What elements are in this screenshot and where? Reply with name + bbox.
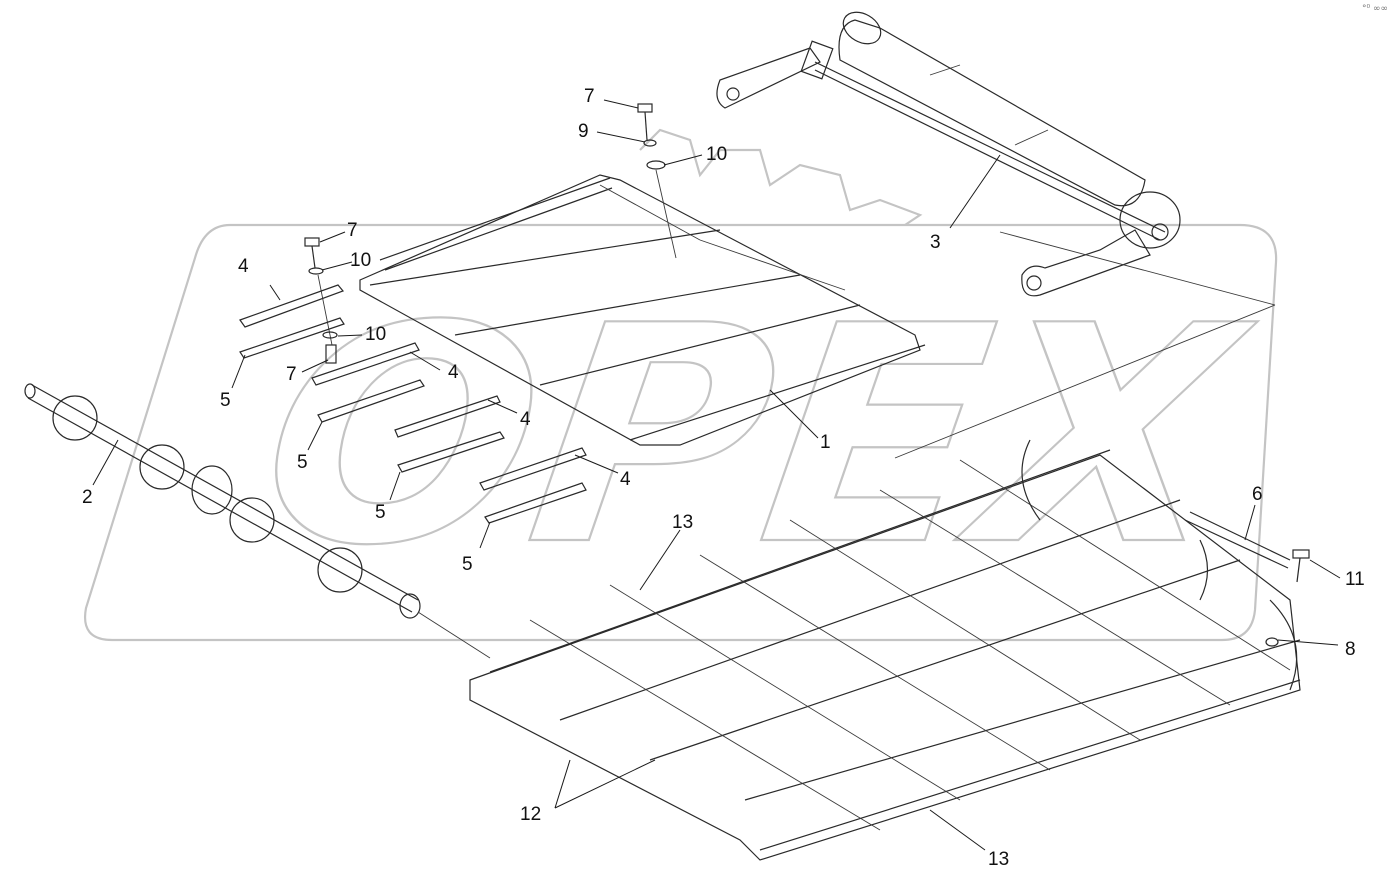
watermark: OPEX [83, 128, 1278, 642]
callout-7: 7 [286, 364, 297, 385]
slats [239, 284, 587, 524]
callout-5: 5 [375, 502, 386, 523]
roller-assembly [716, 11, 1276, 459]
callout-labels: 1 2 3 4 4 4 4 5 5 5 5 6 7 7 7 8 9 10 10 … [82, 86, 1365, 870]
callout-4: 4 [448, 362, 459, 383]
callout-3: 3 [930, 232, 941, 253]
corner-mark: °⁰ ∞∞ [1362, 4, 1388, 14]
callout-4: 4 [520, 409, 531, 430]
chain-conveyor [469, 439, 1310, 861]
callout-2: 2 [82, 487, 93, 508]
callout-5: 5 [462, 554, 473, 575]
callout-10: 10 [365, 324, 386, 345]
callout-1: 1 [820, 432, 831, 453]
callout-7: 7 [584, 86, 595, 107]
callout-9: 9 [578, 121, 589, 142]
callout-10: 10 [350, 250, 371, 271]
callout-6: 6 [1252, 484, 1263, 505]
callout-11: 11 [1345, 569, 1365, 590]
watermark-frame [83, 223, 1278, 642]
callout-8: 8 [1345, 639, 1356, 660]
callout-5: 5 [297, 452, 308, 473]
leader-lines [92, 99, 1341, 851]
callout-10: 10 [706, 144, 727, 165]
callout-7: 7 [347, 220, 358, 241]
callout-4: 4 [620, 469, 631, 490]
watermark-gear [639, 128, 923, 226]
callout-5: 5 [220, 390, 231, 411]
callout-13: 13 [672, 512, 693, 533]
top-plates [359, 174, 926, 446]
callout-13: 13 [988, 849, 1009, 870]
callout-12: 12 [520, 804, 541, 825]
callout-4: 4 [238, 256, 249, 277]
drive-shaft [24, 383, 491, 659]
